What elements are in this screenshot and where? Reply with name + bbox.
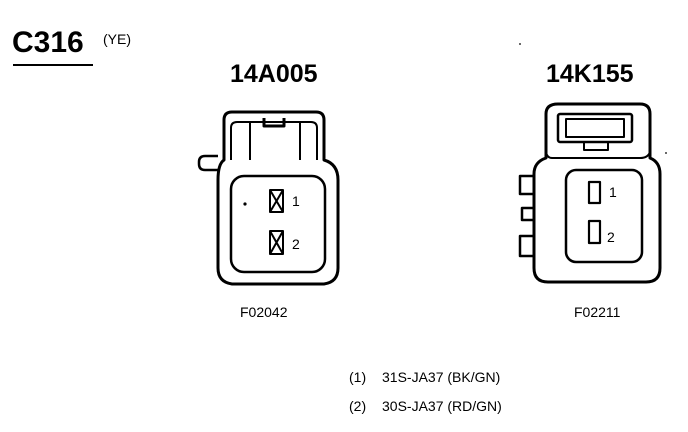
connector-14K155-drawing [518,102,662,284]
pin-2-14A005 [269,230,284,255]
circuit-number: (1) [349,369,367,385]
part-number-left: 14A005 [230,60,318,88]
pin-1-label-14A005: 1 [292,193,300,209]
figure-code-right: F02211 [574,304,621,320]
connector-id: C316 [12,26,84,59]
pin-1-14K155 [587,180,602,205]
circuit-row-1: (1) 31S-JA37 (BK/GN) [349,369,500,385]
pin-2-label-14K155: 2 [607,229,615,245]
pin-1-label-14K155: 1 [609,184,617,200]
pin-2-14K155 [587,219,602,245]
circuit-row-2: (2) 30S-JA37 (RD/GN) [349,398,502,414]
pin-2-label-14A005: 2 [292,236,300,252]
connector-color-tag: (YE) [103,31,131,47]
pin-1-14A005 [269,189,284,213]
part-number-right: 14K155 [546,60,634,88]
title-underline [13,64,93,66]
circuit-description: 31S-JA37 (BK/GN) [382,369,501,385]
connector-14A005-drawing [197,110,340,286]
circuit-description: 30S-JA37 (RD/GN) [382,398,502,414]
circuit-number: (2) [349,398,367,414]
figure-code-left: F02042 [240,304,288,320]
